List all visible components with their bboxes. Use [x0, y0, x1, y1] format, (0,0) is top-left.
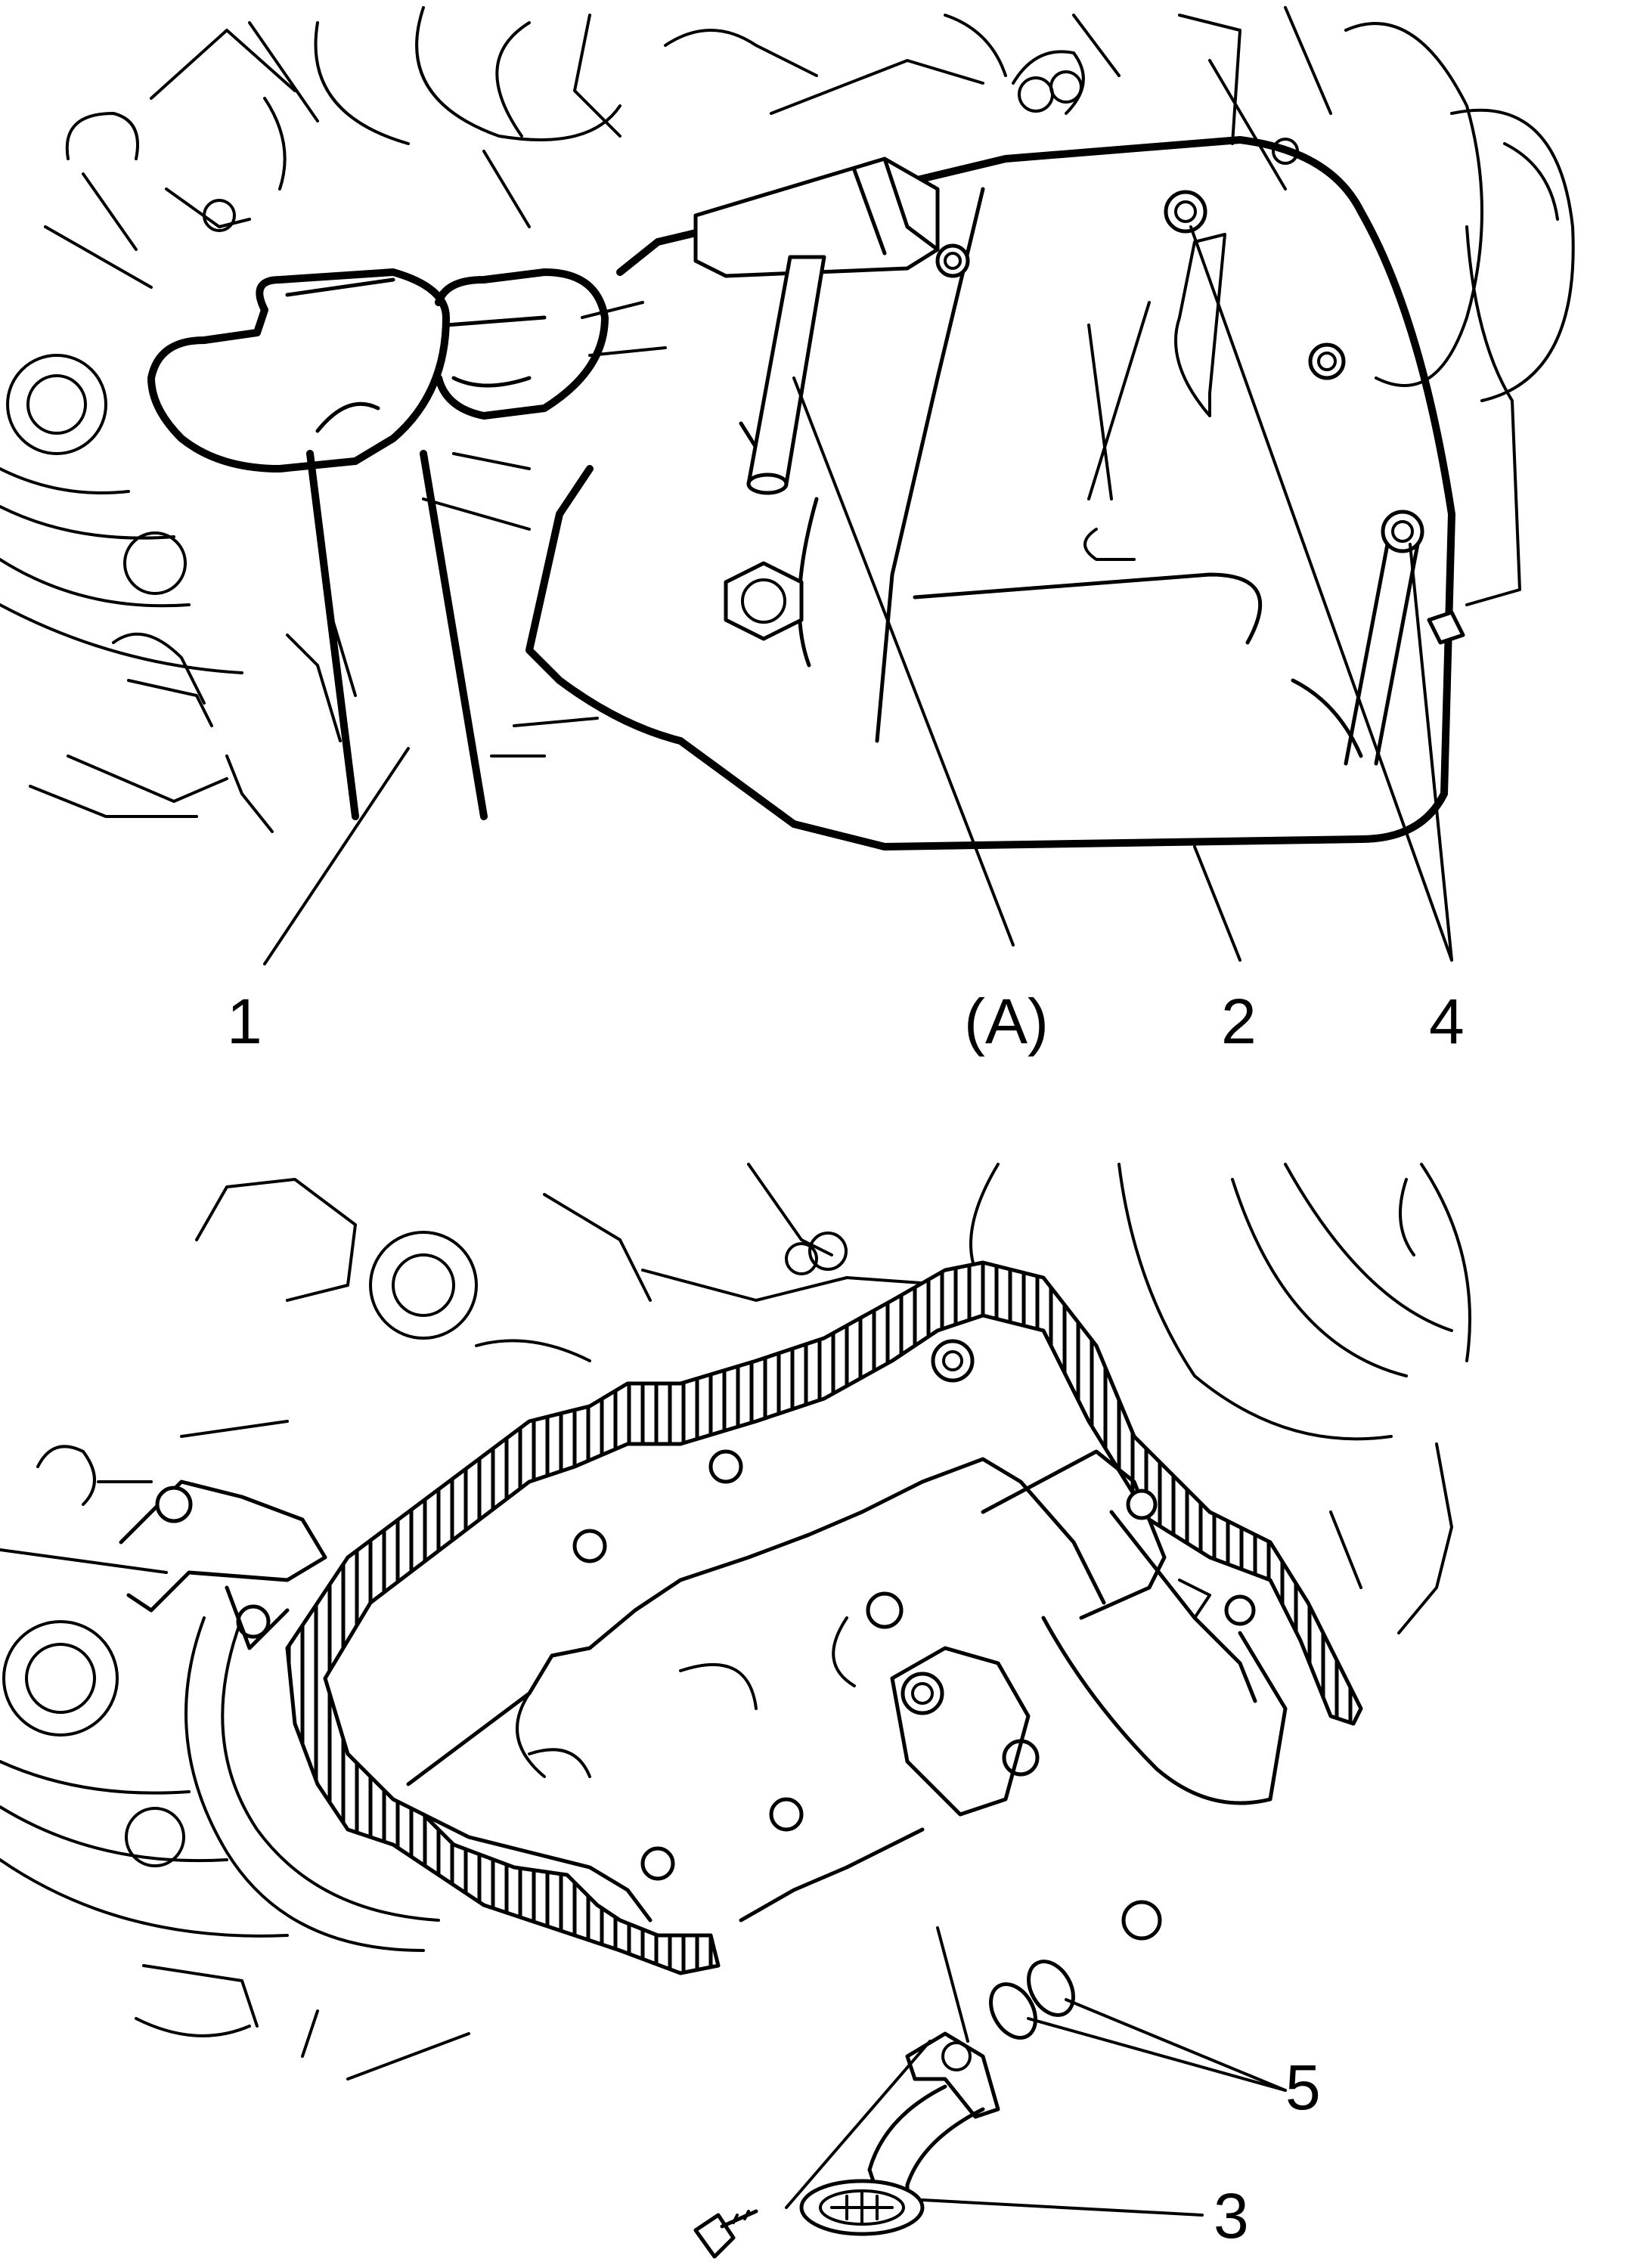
- oil-pan-upper: [285, 1260, 1363, 1975]
- callout-4: 4: [1429, 986, 1465, 1057]
- oil-pan-lower-body: [406, 1339, 1288, 1941]
- hammer: [147, 268, 609, 820]
- callout-a: (A): [964, 986, 1049, 1057]
- top-illustration: 1 (A) 2 4: [0, 6, 1575, 1057]
- special-tool-a: [693, 156, 940, 495]
- engine-block-outline-bottom: [0, 1163, 1471, 2081]
- bottom-illustration: 5 3: [0, 1163, 1471, 2259]
- engine-bracket: [119, 1479, 327, 1650]
- strainer-bolt: [693, 2209, 758, 2259]
- callout-3: 3: [1214, 2180, 1249, 2251]
- oil-pan-bolts: [935, 190, 1465, 766]
- drain-plug: [724, 561, 804, 641]
- callout-2: 2: [1221, 986, 1257, 1057]
- engine-block-outline-top: [0, 6, 1575, 833]
- callout-1: 1: [227, 986, 262, 1057]
- callout-5: 5: [1285, 2052, 1321, 2123]
- top-leader-lines: [263, 225, 1453, 965]
- o-ring-gaskets: [989, 1960, 1075, 2040]
- bottom-leader-lines: [785, 1926, 1287, 2217]
- oil-pan: [525, 136, 1465, 850]
- oil-strainer: [799, 2031, 1000, 2236]
